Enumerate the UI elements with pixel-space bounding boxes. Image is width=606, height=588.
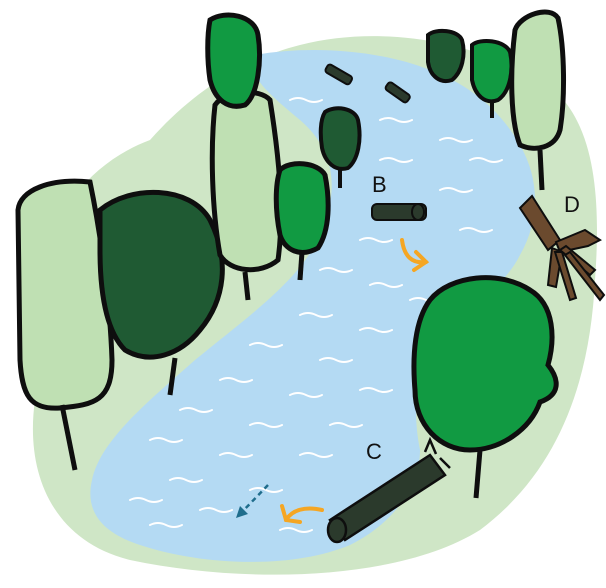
label-b: B xyxy=(372,172,387,197)
label-d: D xyxy=(564,192,580,217)
log-b xyxy=(372,204,426,220)
tree-left-top-mid xyxy=(208,15,260,106)
label-c: C xyxy=(366,439,382,464)
tree-right-top-dark xyxy=(428,31,464,81)
